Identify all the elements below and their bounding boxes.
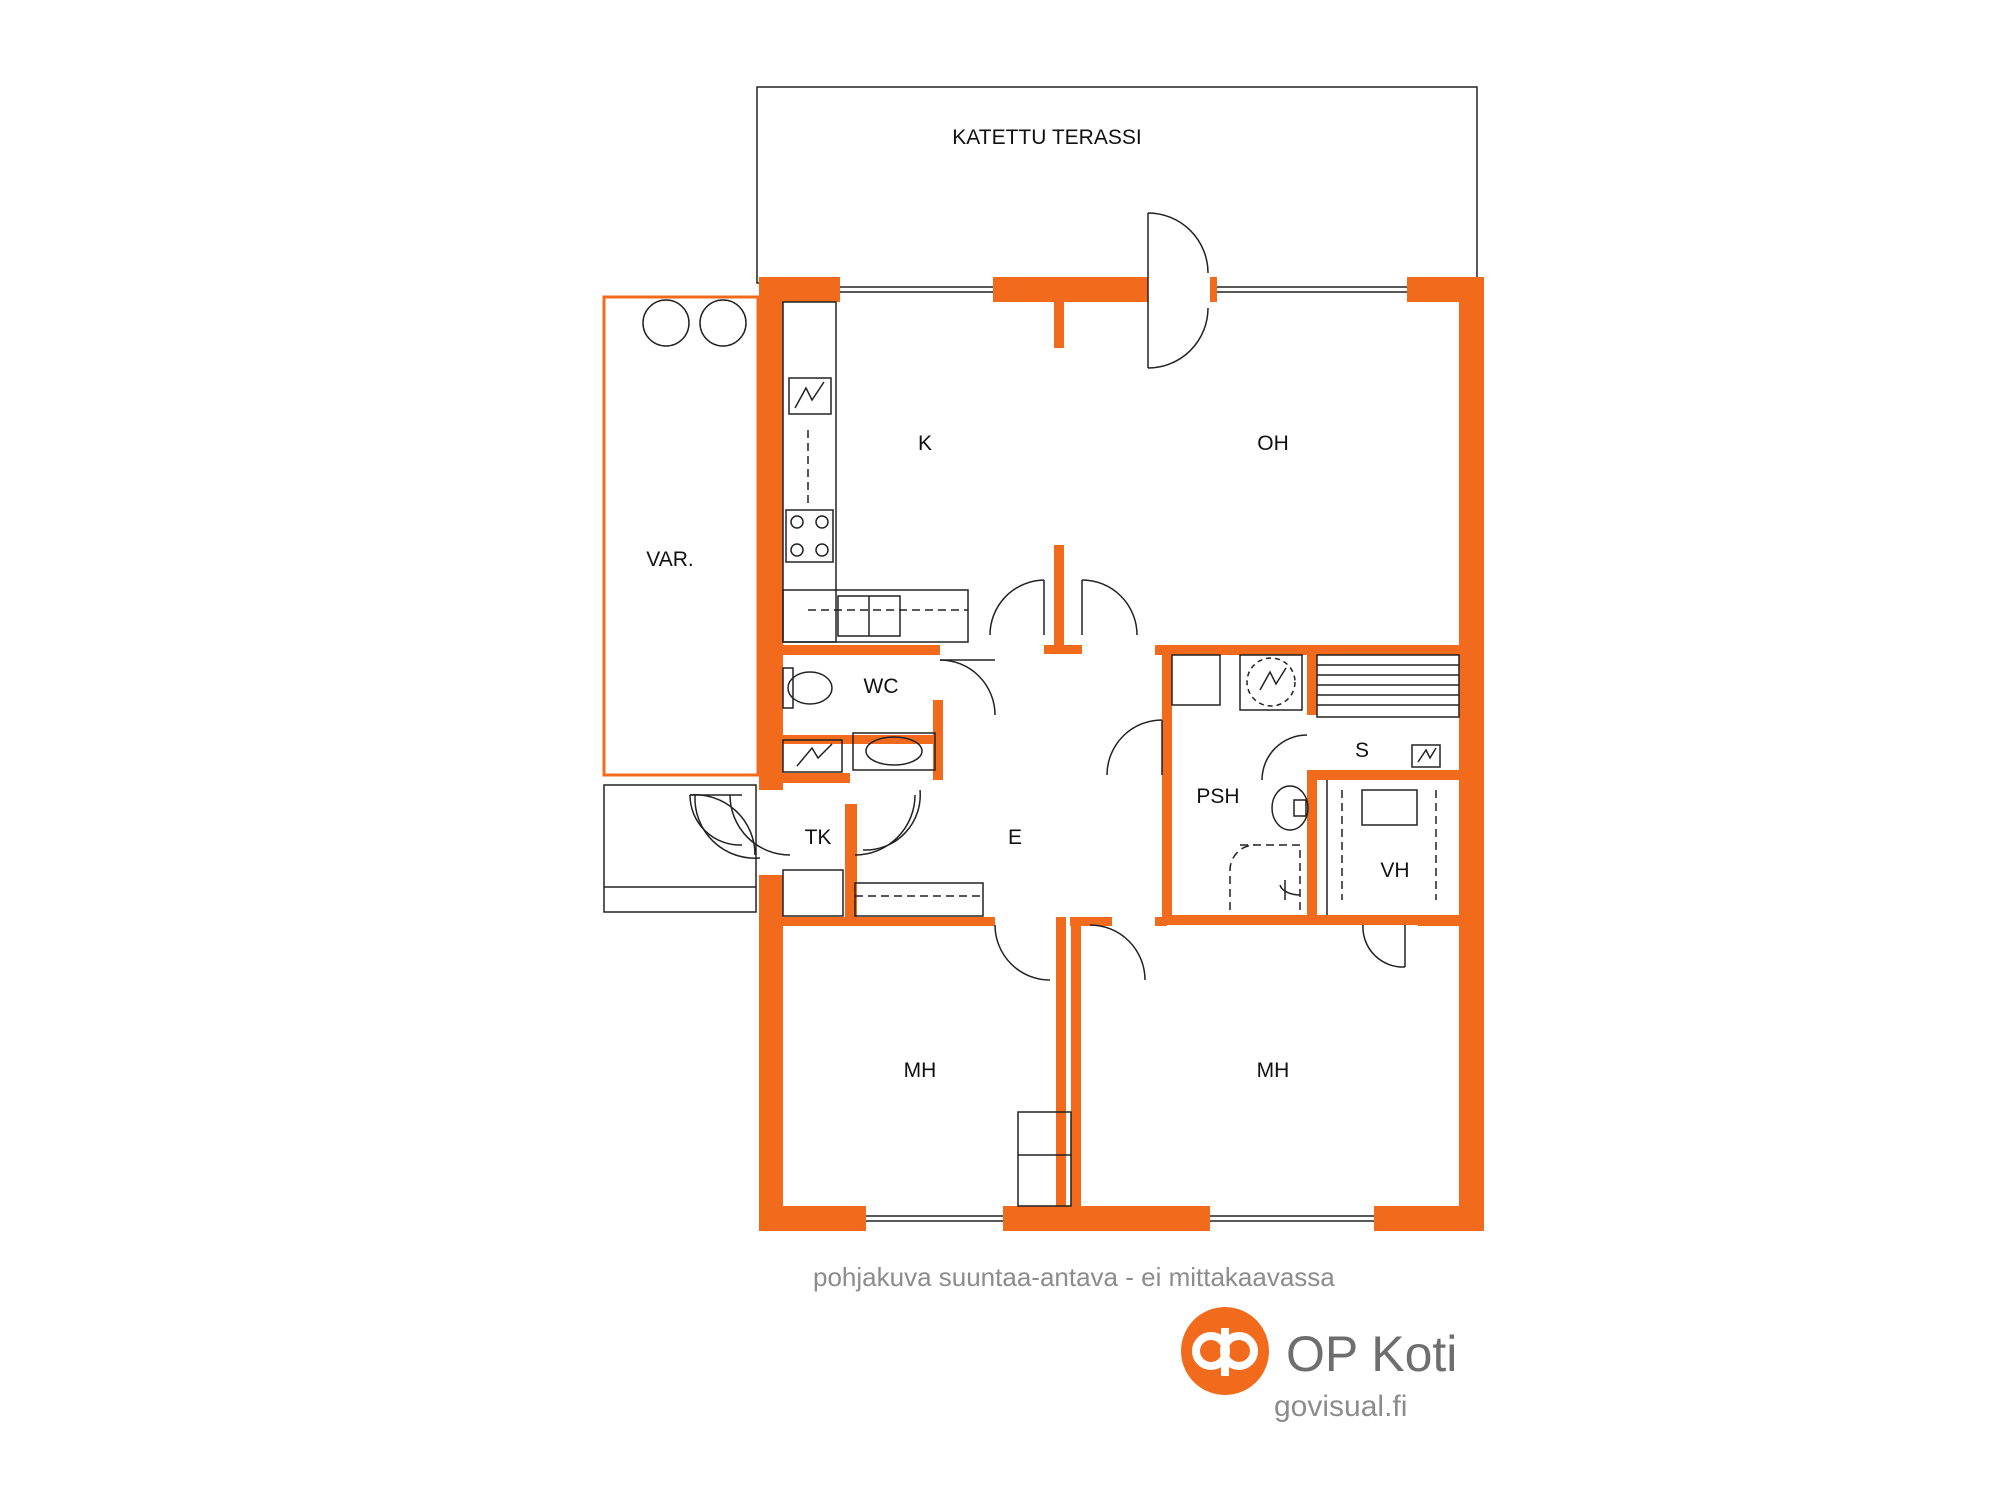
label-bathroom: PSH bbox=[1196, 785, 1239, 808]
bedroom-wardrobe bbox=[1017, 1111, 1072, 1207]
sauna-bench-slats bbox=[1317, 664, 1459, 706]
label-terrace: KATETTU TERASSI bbox=[952, 126, 1141, 149]
entry-porch bbox=[603, 784, 757, 913]
brand-name: OP Koti bbox=[1286, 1326, 1458, 1382]
terrace-door bbox=[1147, 212, 1209, 369]
label-storage: VAR. bbox=[646, 548, 693, 571]
windows bbox=[759, 277, 1407, 1231]
label-bedroom-left: MH bbox=[904, 1059, 937, 1082]
label-closet: TK bbox=[805, 826, 832, 849]
bathroom-fixtures bbox=[1171, 654, 1460, 915]
label-bedroom-right: MH bbox=[1257, 1059, 1290, 1082]
op-logo-icon bbox=[1181, 1307, 1269, 1395]
label-living: OH bbox=[1257, 432, 1289, 455]
closet-fixtures bbox=[729, 794, 984, 917]
website-link[interactable]: govisual.fi bbox=[1274, 1390, 1408, 1423]
label-wardrobe: VH bbox=[1380, 859, 1409, 882]
terrace-area bbox=[756, 86, 1478, 284]
interior-doors bbox=[689, 579, 1406, 981]
label-kitchen: K bbox=[918, 432, 932, 455]
interior-walls bbox=[780, 300, 1459, 1206]
room-labels: KATETTU TERASSI K OH VAR. WC TK E PSH S … bbox=[646, 126, 1409, 1082]
label-sauna: S bbox=[1355, 739, 1369, 762]
storage-area bbox=[602, 295, 760, 777]
wc-fixtures bbox=[782, 667, 936, 773]
label-hall: E bbox=[1008, 826, 1022, 849]
plan-disclaimer: pohjakuva suuntaa-antava - ei mittakaava… bbox=[813, 1262, 1335, 1292]
outer-walls bbox=[759, 277, 1484, 1231]
label-wc: WC bbox=[864, 675, 899, 698]
kitchen-counters bbox=[782, 301, 969, 643]
